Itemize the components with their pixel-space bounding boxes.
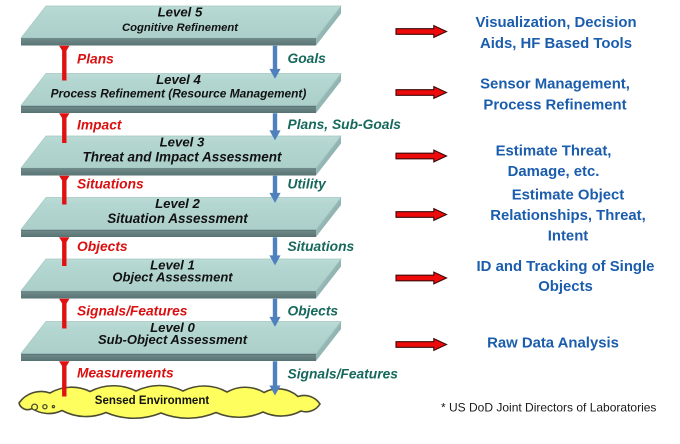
svg-text:ID and Tracking of Single: ID and Tracking of Single [477,259,655,275]
svg-text:Impact: Impact [77,118,123,133]
svg-text:Situation Assessment: Situation Assessment [107,211,248,226]
svg-text:Raw Data Analysis: Raw Data Analysis [487,336,619,352]
svg-text:Objects: Objects [77,239,128,254]
svg-text:Aids, HF Based Tools: Aids, HF Based Tools [480,36,632,52]
svg-text:Signals/Features: Signals/Features [77,304,188,319]
svg-text:Object Assessment: Object Assessment [112,269,233,284]
svg-text:Goals: Goals [288,51,327,66]
svg-text:Sensor Management,: Sensor Management, [480,77,630,93]
svg-text:* US DoD Joint Directors of La: * US DoD Joint Directors of Laboratories [441,401,656,415]
svg-text:Intent: Intent [548,229,589,245]
svg-text:Level 0: Level 0 [150,320,195,335]
svg-text:Situations: Situations [288,239,355,254]
svg-text:Measurements: Measurements [77,366,174,381]
svg-text:Sensed Environment: Sensed Environment [95,395,210,407]
svg-text:Visualization, Decision: Visualization, Decision [475,15,636,31]
svg-text:Sub-Object Assessment: Sub-Object Assessment [98,332,248,347]
svg-text:Plans, Sub-Goals: Plans, Sub-Goals [288,117,402,132]
svg-text:Objects: Objects [538,279,593,295]
svg-text:Plans: Plans [77,52,114,67]
svg-text:Level 5: Level 5 [158,5,203,20]
svg-text:Level 2: Level 2 [155,196,200,211]
svg-text:Level 3: Level 3 [160,135,205,150]
svg-text:Threat and Impact Assessment: Threat and Impact Assessment [82,149,282,164]
svg-text:Situations: Situations [77,177,144,192]
svg-text:Cognitive Refinement: Cognitive Refinement [122,22,239,34]
svg-text:Estimate Threat,: Estimate Threat, [496,144,612,160]
svg-text:Relationships, Threat,: Relationships, Threat, [490,208,646,224]
svg-text:Signals/Features: Signals/Features [288,367,399,382]
svg-text:Level 4: Level 4 [156,72,201,87]
svg-text:Estimate Object: Estimate Object [512,188,625,204]
svg-text:Utility: Utility [288,177,328,192]
svg-text:Objects: Objects [288,304,339,319]
svg-text:Level 1: Level 1 [150,258,195,273]
svg-text:Damage, etc.: Damage, etc. [508,164,600,180]
svg-text:Process Refinement (Resource M: Process Refinement (Resource Management) [51,87,307,101]
svg-text:Process Refinement: Process Refinement [483,98,626,114]
